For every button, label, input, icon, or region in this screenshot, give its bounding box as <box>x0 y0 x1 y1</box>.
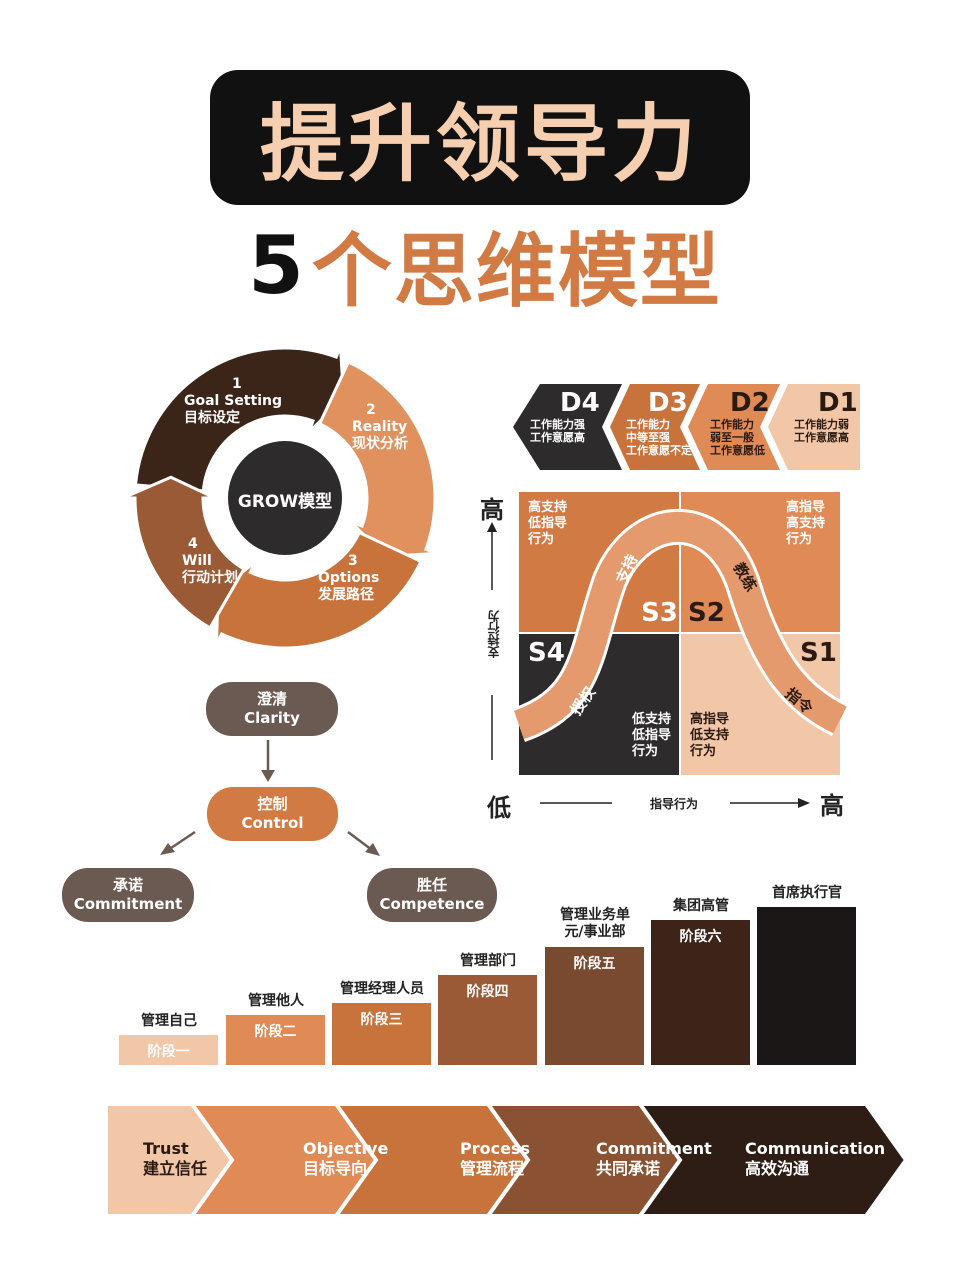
pipeline-step: 阶段四 <box>438 975 537 1065</box>
pipeline-role: 管理自己 <box>141 1013 197 1029</box>
d4-chevron <box>513 384 622 470</box>
d3-chevron <box>610 384 700 470</box>
s2-description: 高指导高支持行为 <box>786 500 826 547</box>
pipeline-role: 管理经理人员 <box>340 981 424 997</box>
arrow-head-icon <box>365 843 380 856</box>
pipeline-step: 阶段三 <box>332 1003 431 1065</box>
subtitle-text: 个思维模型 <box>311 225 722 318</box>
pipeline-role: 管理业务单元/事业部 <box>560 907 630 940</box>
s4-code: S4 <box>528 638 565 668</box>
pipeline-step: 阶段二 <box>226 1015 325 1065</box>
pipeline-step: 阶段五 <box>545 947 644 1065</box>
pipeline-role: 首席执行官 <box>772 885 842 901</box>
trust-chevron-5 <box>636 1102 909 1218</box>
pipeline-step: 阶段一 <box>119 1035 218 1065</box>
arrow-control-competence <box>347 831 373 851</box>
x-axis-label: 指导行为 <box>650 797 699 811</box>
s2-code: S2 <box>688 598 725 628</box>
d1-chevron <box>768 384 860 470</box>
s3-code: S3 <box>641 598 678 628</box>
grow-center-circle <box>228 441 342 555</box>
arrow-control-commitment <box>167 830 196 852</box>
grow-segment-2 <box>317 360 438 559</box>
pipeline-step: 阶段六 <box>651 920 750 1065</box>
x-axis-high: 高 <box>820 792 844 820</box>
s1-code: S1 <box>800 638 837 668</box>
grow-segment-4 <box>122 475 247 630</box>
pipeline-role: 管理部门 <box>460 953 516 969</box>
grow-segment-3 <box>215 530 423 650</box>
y-axis-high: 高 <box>480 496 504 524</box>
pipeline-role: 管理他人 <box>248 993 304 1009</box>
y-axis-arrow-icon <box>487 522 497 532</box>
title-line1: 提升领导力 <box>259 95 700 193</box>
d2-chevron <box>688 384 780 470</box>
pipeline-stage: 阶段二 <box>254 1024 297 1040</box>
y-axis-label: 支持行为 <box>487 610 501 658</box>
arrow-head-icon <box>261 770 275 782</box>
grow-ring <box>122 345 438 650</box>
pipeline-role: 集团高管 <box>673 898 729 914</box>
grow-segment-1 <box>133 345 346 493</box>
subtitle-number: 5 <box>248 218 306 312</box>
x-axis-low: 低 <box>487 794 511 822</box>
title-banner: 提升领导力 <box>210 70 750 205</box>
situational-curve <box>513 511 847 740</box>
x-axis-arrow-icon <box>798 798 810 808</box>
pipeline-step <box>757 907 856 1065</box>
pipeline-stage: 阶段五 <box>573 956 616 972</box>
s3-description: 高支持低指导行为 <box>528 500 568 547</box>
pipeline-stage: 阶段六 <box>679 929 722 945</box>
grow-center-label: GROW模型 <box>237 492 333 512</box>
arrow-head-icon <box>160 843 175 855</box>
s1-description: 高指导低支持行为 <box>690 712 730 759</box>
pipeline-stage: 阶段一 <box>147 1044 190 1060</box>
s4-description: 低支持低指导行为 <box>632 712 672 759</box>
pipeline-stage: 阶段三 <box>360 1012 403 1028</box>
trust-chevrons <box>104 1102 909 1218</box>
pipeline-stage: 阶段四 <box>466 984 509 1000</box>
